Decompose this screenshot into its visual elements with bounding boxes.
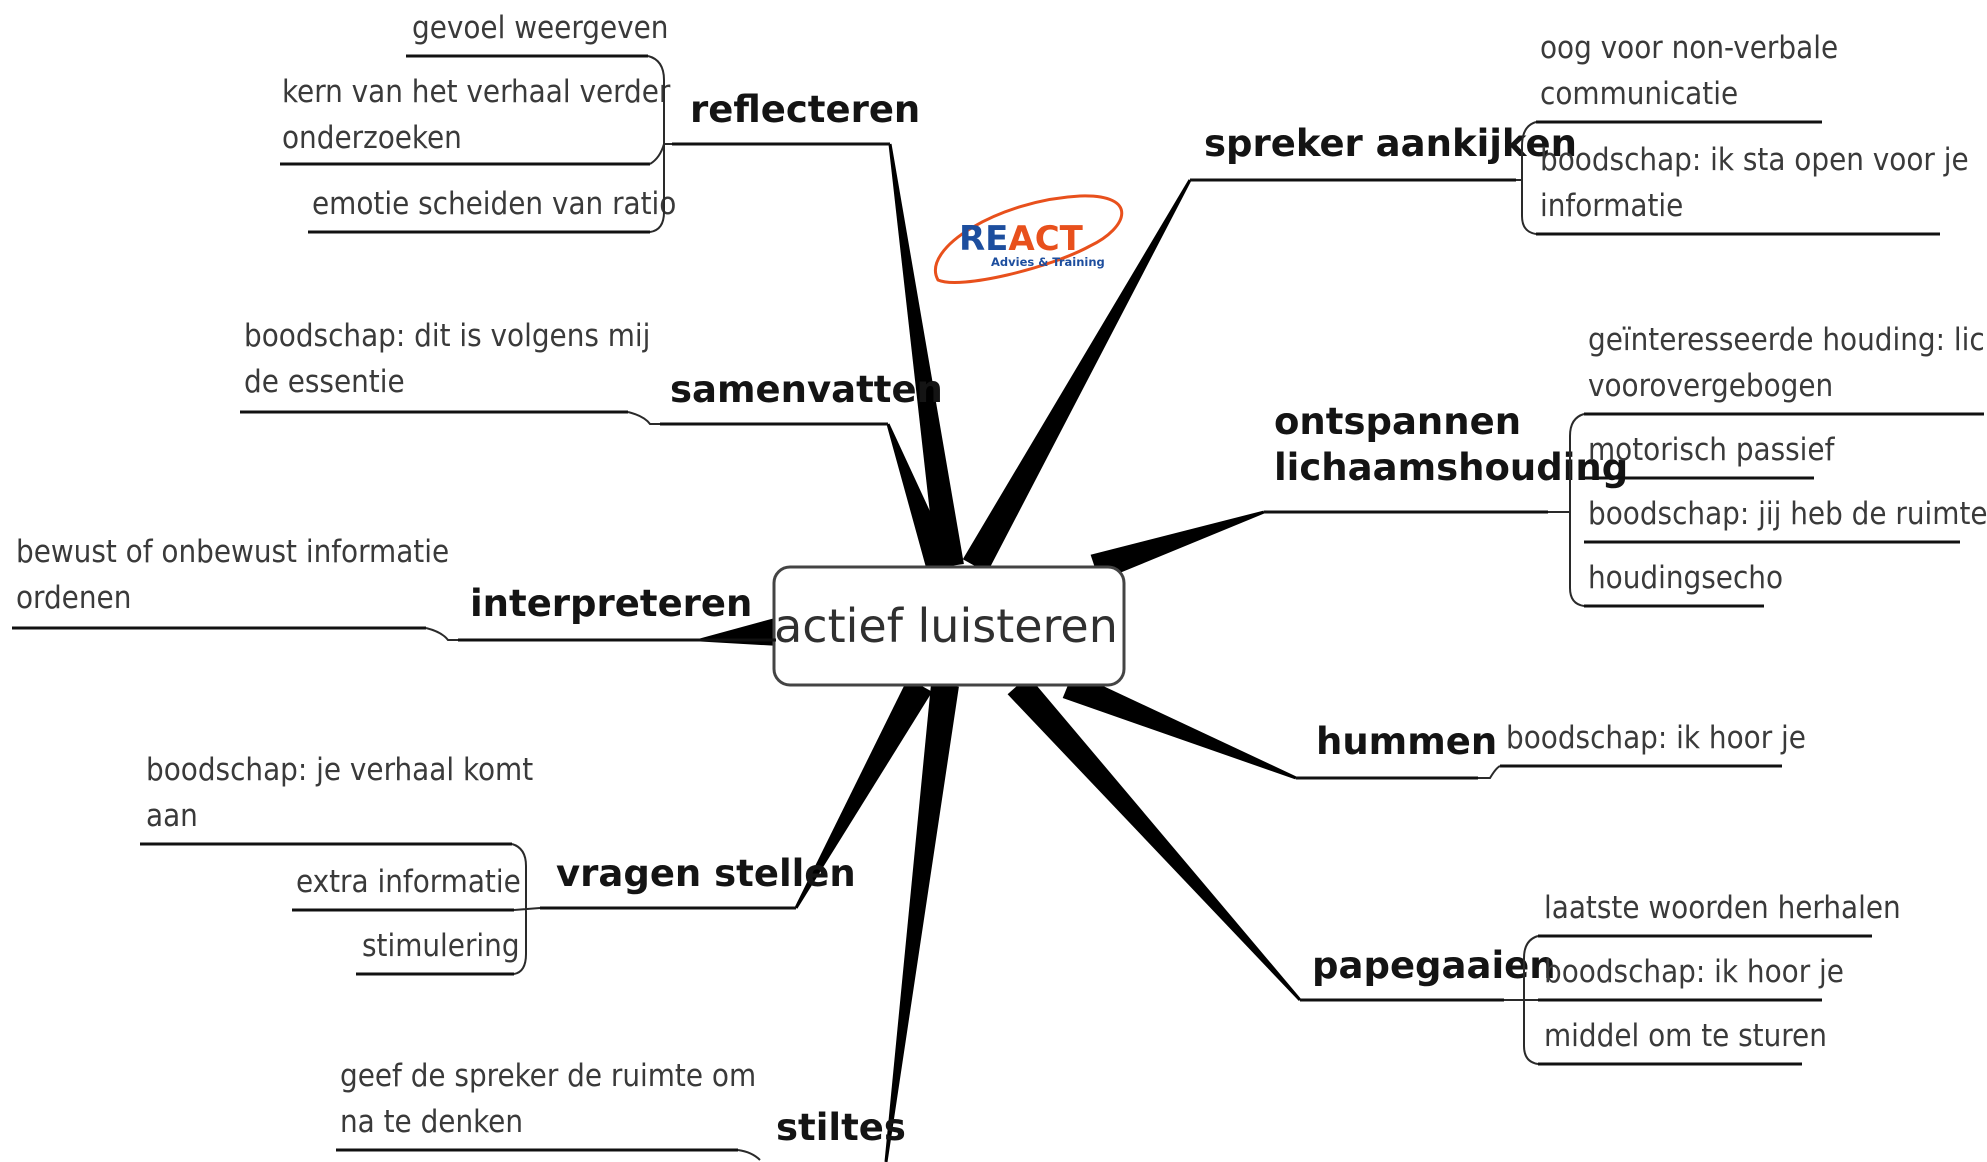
branch-samenvatten: samenvatten boodschap: dit is volgens mi… bbox=[240, 318, 943, 426]
branch-label: samenvatten bbox=[670, 368, 943, 411]
leaf-bracket bbox=[1548, 413, 1585, 607]
leaf-label: extra informatie bbox=[296, 864, 521, 900]
leaf-bracket bbox=[1478, 765, 1501, 779]
branch-vragen-stellen: vragen stellen boodschap: je verhaal kom… bbox=[140, 752, 856, 976]
spokes bbox=[699, 143, 1302, 1162]
leaf-label: middel om te sturen bbox=[1544, 1018, 1827, 1054]
leaf-bracket bbox=[627, 411, 660, 425]
leaf-label: laatste woorden herhalen bbox=[1544, 890, 1901, 926]
branch-hummen: hummen boodschap: ik hoor je bbox=[1296, 720, 1806, 780]
branch-label: stiltes bbox=[776, 1106, 906, 1149]
react-logo: REACT Advies & Training bbox=[934, 194, 1124, 284]
spoke-hummen bbox=[1062, 672, 1297, 780]
leaf-label: boodschap: ik hoor je bbox=[1544, 954, 1844, 990]
logo-swoosh bbox=[934, 194, 1124, 284]
leaf-label: boodschap: ik hoor je bbox=[1506, 720, 1806, 756]
branch-papegaaien: papegaaien laatste woorden herhalen bood… bbox=[1300, 890, 1901, 1066]
center-node: actief luisteren bbox=[772, 565, 1126, 687]
leaf-label: emotie scheiden van ratio bbox=[312, 186, 676, 222]
logo-tagline: Advies & Training bbox=[991, 255, 1105, 269]
branch-label: papegaaien bbox=[1312, 944, 1556, 987]
branch-reflecteren: reflecteren gevoel weergeven kern van he… bbox=[280, 10, 920, 234]
branch-label: spreker aankijken bbox=[1204, 122, 1577, 165]
branch-label: hummen bbox=[1316, 720, 1497, 763]
leaf-label: stimulering bbox=[362, 928, 520, 964]
logo-wordmark: REACT bbox=[959, 219, 1084, 259]
branch-interpreteren: interpreteren bewust of onbewust informa… bbox=[12, 534, 776, 642]
center-node-label: actief luisteren bbox=[774, 599, 1118, 653]
leaf-label: gevoel weergeven bbox=[412, 10, 668, 46]
leaf-bracket bbox=[1516, 121, 1537, 235]
leaf-bracket bbox=[425, 627, 458, 641]
spoke-vragen-stellen bbox=[794, 678, 933, 909]
spoke-ontspannen-lichaamshouding bbox=[1090, 510, 1265, 582]
leaf-label: boodschap: jij heb de ruimte bbox=[1588, 496, 1987, 532]
branch-label: reflecteren bbox=[690, 88, 920, 131]
center-node-box bbox=[772, 565, 1126, 687]
leaf-bracket bbox=[1504, 935, 1539, 1065]
spoke-papegaaien bbox=[1007, 675, 1302, 1001]
branch-label: vragen stellen bbox=[556, 852, 856, 895]
spoke-spreker-aankijken bbox=[962, 179, 1192, 573]
spoke-reflecteren bbox=[888, 143, 964, 569]
leaf-bracket bbox=[511, 843, 541, 975]
spoke-samenvatten bbox=[886, 423, 954, 571]
leaf-label: motorisch passief bbox=[1588, 432, 1836, 468]
leaf-bracket bbox=[737, 1149, 761, 1161]
branch-label: interpreteren bbox=[470, 582, 752, 625]
spoke-stiltes bbox=[884, 683, 959, 1162]
leaf-bracket bbox=[647, 55, 672, 233]
leaf-label: houdingsecho bbox=[1588, 560, 1783, 596]
